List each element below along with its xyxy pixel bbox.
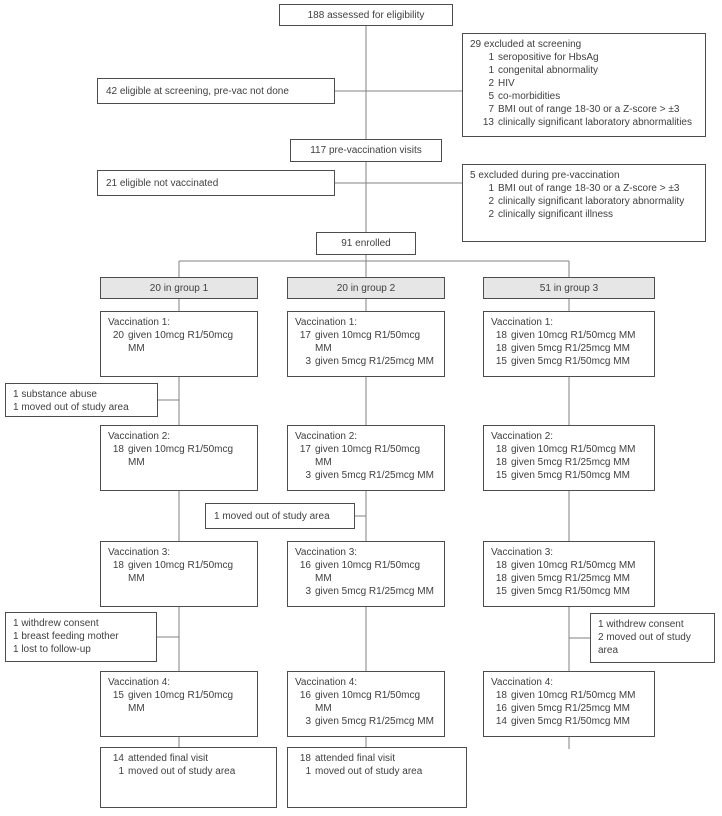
box-group3-header: 51 in group 3 (483, 277, 655, 299)
excluded-screening-item: 2 HIV (488, 78, 515, 89)
excluded-screening-item: 5 co-morbidities (488, 91, 561, 102)
excluded-prevac-item: 2 clinically significant laboratory abno… (488, 196, 685, 207)
box-dropout-group2-after-v2: 1 moved out of study area (205, 503, 355, 529)
box-eligible-not-vaccinated: 21 eligible not vaccinated (97, 170, 335, 196)
box-excluded-prevaccination: 5 excluded during pre-vaccination 1 BMI … (462, 164, 706, 242)
excluded-screening-item: 13 clinically significant laboratory abn… (482, 117, 692, 128)
box-dropout-group1-after-v1: 1 substance abuse 1 moved out of study a… (5, 383, 158, 417)
box-dropout-group1-after-v3: 1 withdrew consent 1 breast feeding moth… (5, 612, 157, 662)
excluded-screening-item: 7 BMI out of range 18-30 or a Z-score > … (488, 104, 680, 115)
excluded-prevac-title: 5 excluded during pre-vaccination (470, 170, 620, 181)
box-group2-header: 20 in group 2 (287, 277, 445, 299)
excluded-screening-title: 29 excluded at screening (470, 39, 582, 50)
box-excluded-at-screening: 29 excluded at screening 1 seropositive … (462, 33, 706, 137)
box-group1-header: 20 in group 1 (100, 277, 258, 299)
box-enrolled: 91 enrolled (316, 232, 416, 255)
excluded-prevac-item: 2 clinically significant illness (488, 209, 614, 220)
excluded-prevac-item: 1 BMI out of range 18-30 or a Z-score > … (488, 183, 680, 194)
box-assessed-eligibility: 188 assessed for eligibility (279, 4, 453, 26)
box-dropout-group3-after-v3: 1 withdrew consent 2 moved out of study … (590, 613, 715, 663)
excluded-screening-item: 1 congenital abnormality (488, 65, 599, 76)
excluded-screening-item: 1 seropositive for HbsAg (488, 52, 599, 63)
box-prevaccination-visits: 117 pre-vaccination visits (290, 139, 442, 162)
box-eligible-prevac-not-done: 42 eligible at screening, pre-vac not do… (97, 78, 335, 104)
